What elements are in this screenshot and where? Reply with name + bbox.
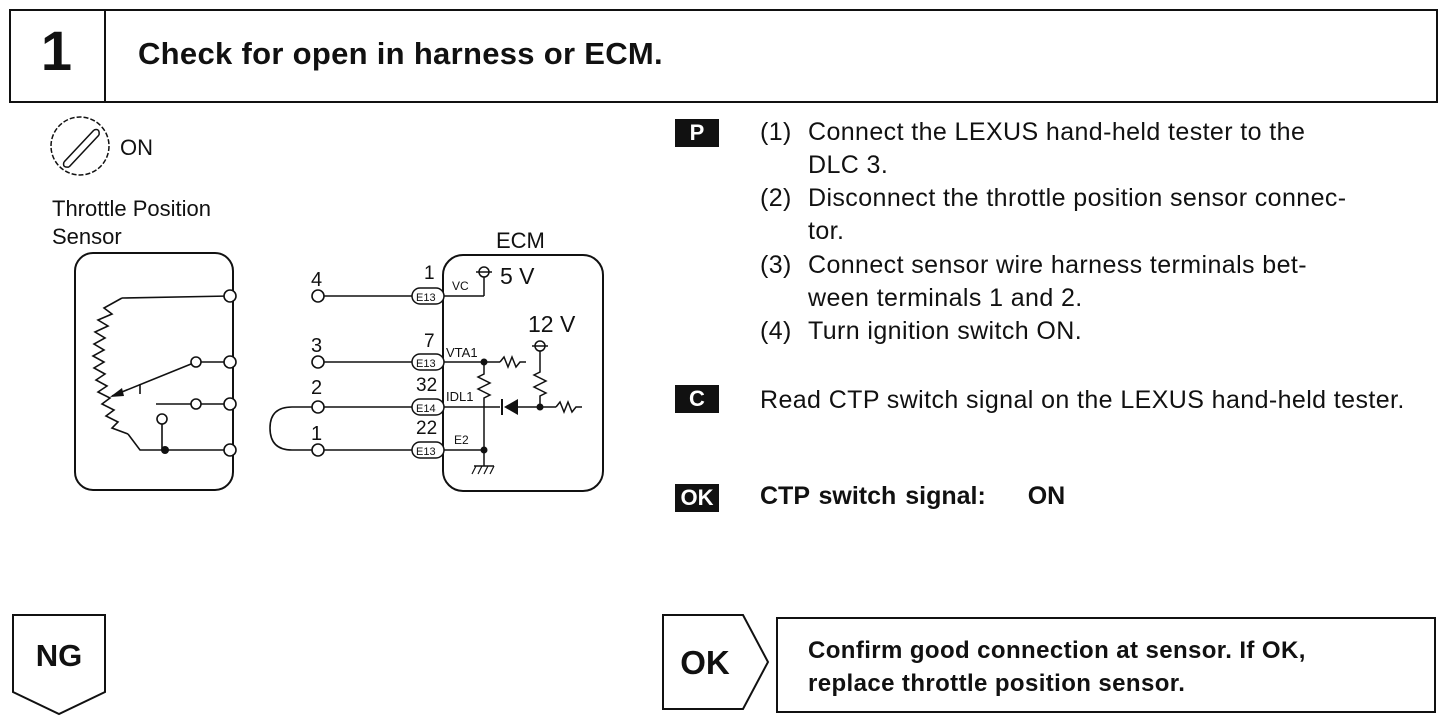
harness-terminal-4: 4 bbox=[311, 269, 322, 291]
step-text: Connect the LEXUS hand-held tester to th… bbox=[808, 118, 1306, 179]
connector-label: E13 bbox=[416, 358, 436, 370]
ng-branch-arrow bbox=[12, 614, 106, 716]
ecm-label: ECM bbox=[496, 228, 545, 253]
ecm-box bbox=[442, 254, 604, 492]
ok-branch-arrow bbox=[662, 614, 770, 710]
step-number: 1 bbox=[40, 19, 73, 82]
jumper-wire bbox=[269, 406, 312, 451]
supply-5v-label: 5 V bbox=[500, 263, 535, 289]
sensor-title-line2: Sensor bbox=[52, 224, 122, 249]
check-text: Read CTP switch signal on the LEXUS hand… bbox=[760, 386, 1405, 414]
signal-label: VTA1 bbox=[446, 345, 478, 360]
ok-spec-badge: OK bbox=[675, 484, 719, 512]
ignition-on-label: ON bbox=[120, 135, 153, 160]
ng-label: NG bbox=[35, 638, 83, 673]
sensor-title-line1: Throttle Position bbox=[52, 196, 211, 221]
wiring-diagram: ON Throttle Position Sensor 4 3 2 1 ECM … bbox=[50, 116, 604, 492]
sensor-terminal bbox=[223, 289, 237, 303]
harness-terminal-1: 1 bbox=[311, 423, 322, 445]
sensor-body bbox=[74, 252, 234, 491]
step-number-label: (2) bbox=[760, 184, 792, 212]
step-header-box bbox=[9, 9, 1438, 103]
sensor-terminal bbox=[223, 443, 237, 457]
signal-label: VC bbox=[452, 279, 469, 293]
step-number-label: (4) bbox=[760, 317, 792, 345]
ignition-switch-icon bbox=[50, 116, 110, 176]
ok-spec-value: ON bbox=[1027, 482, 1066, 510]
connector-label: E13 bbox=[416, 446, 436, 458]
sensor-terminal bbox=[223, 355, 237, 369]
step-text: Disconnect the throttle position sensor … bbox=[808, 184, 1347, 245]
ecm-pin: 1 bbox=[424, 263, 435, 284]
step-text: Connect sensor wire harness terminals be… bbox=[808, 251, 1307, 312]
ecm-pin: 32 bbox=[416, 375, 437, 396]
ok-spec-text: CTP switch signal: ON bbox=[760, 482, 1065, 511]
sensor-terminal bbox=[223, 397, 237, 411]
step-number-cell bbox=[9, 9, 106, 103]
ecm-pin: 22 bbox=[416, 418, 437, 439]
ok-branch-label: OK bbox=[680, 644, 730, 681]
step-number-label: (1) bbox=[760, 118, 792, 146]
signal-label: IDL1 bbox=[446, 389, 473, 404]
ok-result-box bbox=[776, 617, 1436, 713]
harness-terminal-2: 2 bbox=[311, 377, 322, 399]
step-title: Check for open in harness or ECM. bbox=[138, 36, 663, 71]
connector-label: E13 bbox=[416, 292, 436, 304]
connector-label: E14 bbox=[416, 403, 436, 415]
step-number-label: (3) bbox=[760, 251, 792, 279]
check-badge: C bbox=[675, 385, 719, 413]
procedure-badge: P bbox=[675, 119, 719, 147]
signal-label: E2 bbox=[454, 433, 469, 447]
supply-12v-label: 12 V bbox=[528, 311, 576, 337]
ecm-pin: 7 bbox=[424, 331, 435, 352]
harness-terminal-3: 3 bbox=[311, 335, 322, 357]
ok-spec-label: CTP switch signal: bbox=[760, 482, 986, 510]
ok-result-text: Confirm good connection at sensor. If OK… bbox=[808, 637, 1306, 697]
step-text: Turn ignition switch ON. bbox=[808, 317, 1083, 345]
sensor-resistor bbox=[91, 297, 129, 435]
